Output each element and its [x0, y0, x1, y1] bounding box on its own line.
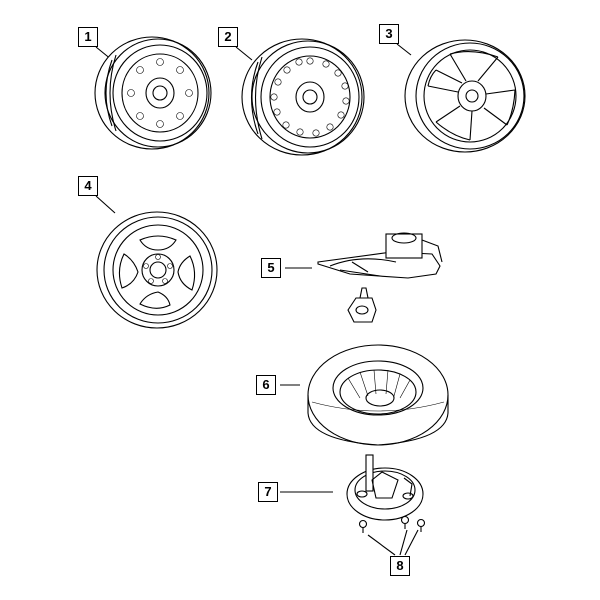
callout-8-label: 8 [396, 558, 404, 573]
callout-2-label: 2 [224, 29, 232, 44]
callout-8: 8 [390, 556, 410, 576]
callout-3-label: 3 [385, 26, 393, 41]
callout-7: 7 [258, 482, 278, 502]
part-1-steel-wheel [94, 36, 212, 150]
callout-3: 3 [379, 24, 399, 44]
callout-2: 2 [218, 27, 238, 47]
callout-1-label: 1 [84, 29, 92, 44]
callout-6-label: 6 [262, 377, 270, 392]
callout-4: 4 [78, 176, 98, 196]
part-4-styled-steel-wheel [96, 211, 218, 329]
part-7-retainer [346, 454, 424, 521]
callout-7-label: 7 [264, 484, 272, 499]
callout-1: 1 [78, 27, 98, 47]
leader-lines [95, 43, 419, 556]
callout-4-label: 4 [84, 178, 92, 193]
part-2-steel-wheel [241, 38, 365, 156]
part-3-alloy-wheel [404, 39, 526, 153]
part-6-spare-tire [307, 344, 449, 446]
part-8-fasteners [358, 515, 426, 533]
callout-5-label: 5 [267, 260, 275, 275]
callout-6: 6 [256, 375, 276, 395]
part-5-spare-carrier [317, 232, 443, 323]
callout-5: 5 [261, 258, 281, 278]
